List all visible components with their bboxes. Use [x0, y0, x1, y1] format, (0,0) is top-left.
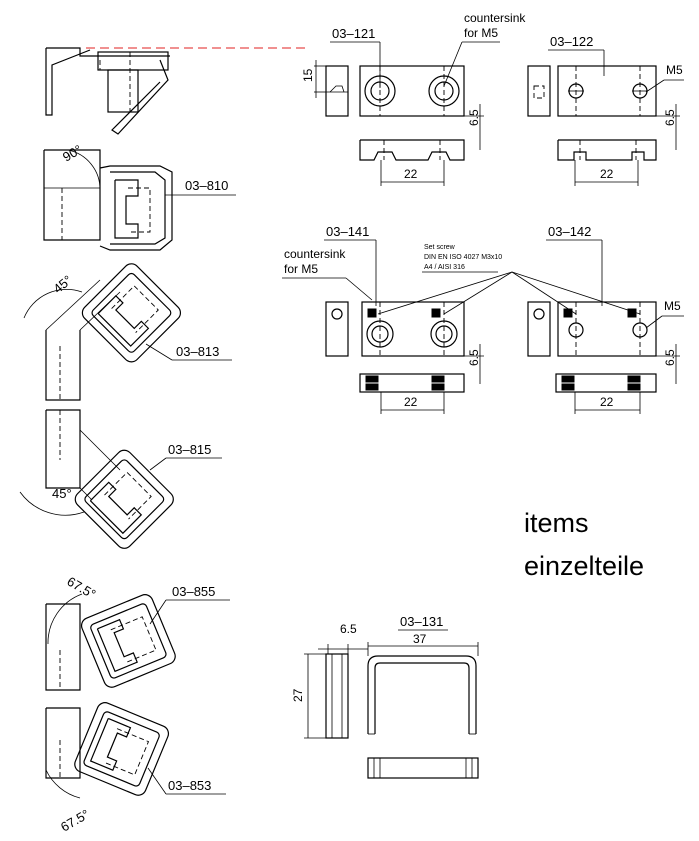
dim-27: 27	[291, 688, 305, 702]
dim-6-5-a: 6.5	[467, 109, 481, 126]
part-03-131-label: 03–131	[400, 614, 443, 629]
angle-45-b-label: 45°	[52, 486, 72, 501]
angle-67-5-b-label: 67.5°	[58, 806, 92, 834]
part-03-813-label: 03–813	[176, 344, 219, 359]
part-03-855-label: 03–855	[172, 584, 215, 599]
countersink-note-2-line1: countersink	[284, 247, 346, 261]
part-03-121: 03–121 countersink for M5 15 6.5 22	[301, 11, 526, 186]
part-03-131: 03–131 37 6.5 27	[291, 614, 479, 779]
assembly-67-5deg-b: 67.5° 03–853	[45, 702, 226, 835]
assembly-45deg-a: 45° 03–813	[23, 263, 232, 401]
assembly-straight	[45, 47, 170, 135]
angle-67-5-a-label: 67.5°	[65, 574, 99, 602]
dim-6-5-d: 6.5	[663, 349, 677, 366]
part-03-815-label: 03–815	[168, 442, 211, 457]
angle-45-a-label: 45°	[50, 272, 75, 296]
caption-einzelteile: einzelteile	[524, 551, 644, 581]
dim-22-d: 22	[600, 395, 614, 409]
set-screw-note-line2: DIN EN ISO 4027 M3x10	[424, 254, 502, 261]
countersink-note-1-line2: for M5	[464, 26, 498, 40]
part-03-142-label: 03–142	[548, 224, 591, 239]
part-03-810-label: 03–810	[185, 178, 228, 193]
dim-22-c: 22	[404, 395, 418, 409]
part-03-122: 03–122 M5 6.5 22	[527, 34, 684, 186]
part-03-122-label: 03–122	[550, 34, 593, 49]
countersink-note-1-line1: countersink	[464, 11, 526, 25]
dim-6-5-b: 6.5	[663, 109, 677, 126]
dim-6-5-top: 6.5	[340, 622, 357, 636]
dim-37: 37	[413, 632, 427, 646]
part-03-141: 03–141 countersink for M5 Set screw DIN …	[282, 224, 641, 414]
part-03-853-label: 03–853	[168, 778, 211, 793]
assembly-45deg-b: 45° 03–815	[19, 409, 222, 549]
caption-items: items	[524, 508, 589, 538]
angle-90-label: 90°	[60, 142, 85, 165]
set-screw-note-line1: Set screw	[424, 244, 456, 251]
part-03-121-label: 03–121	[332, 26, 375, 41]
dim-22-b: 22	[600, 167, 614, 181]
dim-6-5-c: 6.5	[467, 349, 481, 366]
m5-note-top: M5	[666, 63, 683, 77]
assembly-67-5deg-a: 67.5° 03–855	[45, 574, 230, 691]
dim-22-a: 22	[404, 167, 418, 181]
dim-15: 15	[301, 68, 315, 82]
countersink-note-2-line2: for M5	[284, 262, 318, 276]
m5-note-middle: M5	[664, 299, 681, 313]
set-screw-note-line3: A4 / AISI 316	[424, 264, 465, 271]
part-03-142: 03–142 M5 6.5 22	[527, 224, 684, 414]
assembly-90deg: 90° 03–810	[43, 142, 236, 251]
part-03-141-label: 03–141	[326, 224, 369, 239]
